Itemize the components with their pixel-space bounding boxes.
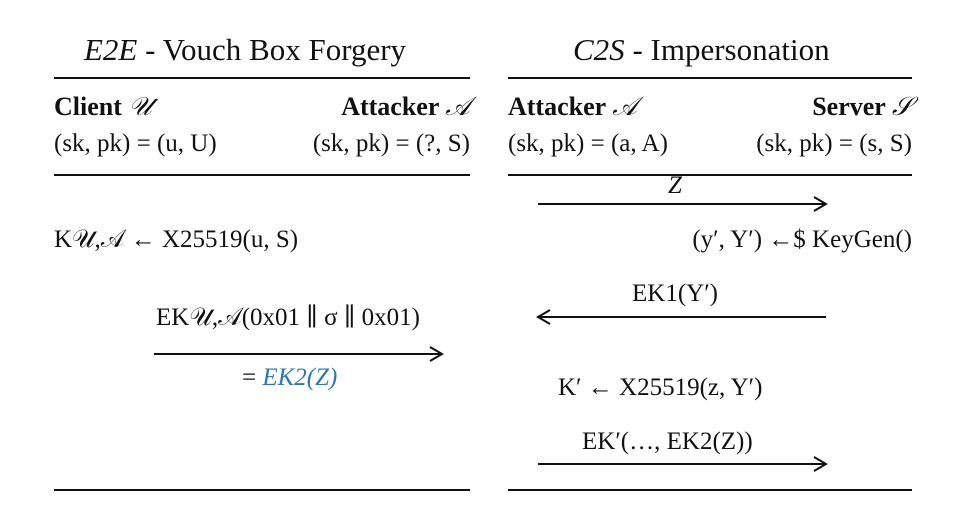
arrow-server-to-attacker [536, 309, 826, 325]
msg-ek1-label: EK1(Y′) [632, 280, 718, 307]
attacker-header-left: Attacker 𝒜 [341, 92, 470, 122]
client-header: Client 𝒰 [54, 92, 152, 122]
msg-ekprime-label: EK′(…, EK2(Z)) [582, 428, 753, 455]
attacker-keys-right: (sk, pk) = (a, A) [508, 130, 668, 157]
left-bottom-rule [54, 489, 470, 491]
client-keys: (sk, pk) = (u, U) [54, 130, 217, 157]
left-mid-rule [54, 174, 470, 176]
attacker-keys-left: (sk, pk) = (?, S) [312, 130, 470, 157]
attacker-derive-key: K′ ← X25519(z, Y′) [558, 374, 763, 401]
vouch-equals-label: = EK2(Z) [242, 364, 338, 391]
right-top-rule [508, 77, 912, 79]
right-bottom-rule [508, 489, 912, 491]
msg-z-label: Z [668, 172, 682, 199]
left-title: E2E - Vouch Box Forgery [84, 32, 407, 67]
server-header: Server 𝒮 [812, 92, 912, 122]
arrow-attacker-to-server-2 [538, 456, 828, 472]
right-title: C2S - Impersonation [573, 32, 830, 67]
server-keys: (sk, pk) = (s, S) [756, 130, 912, 157]
arrow-attacker-to-server-1 [538, 196, 828, 212]
attacker-header-right: Attacker 𝒜 [508, 92, 637, 122]
vouch-message-label: EK𝒰,𝒜(0x01 ∥ σ ∥ 0x01) [156, 304, 420, 331]
left-top-rule [54, 77, 470, 79]
client-derive-key: K𝒰,𝒜 ← X25519(u, S) [54, 226, 299, 253]
right-mid-rule [508, 174, 912, 176]
arrow-client-to-attacker [154, 346, 444, 362]
server-keygen: (y′, Y′) ←$ KeyGen() [692, 226, 912, 253]
